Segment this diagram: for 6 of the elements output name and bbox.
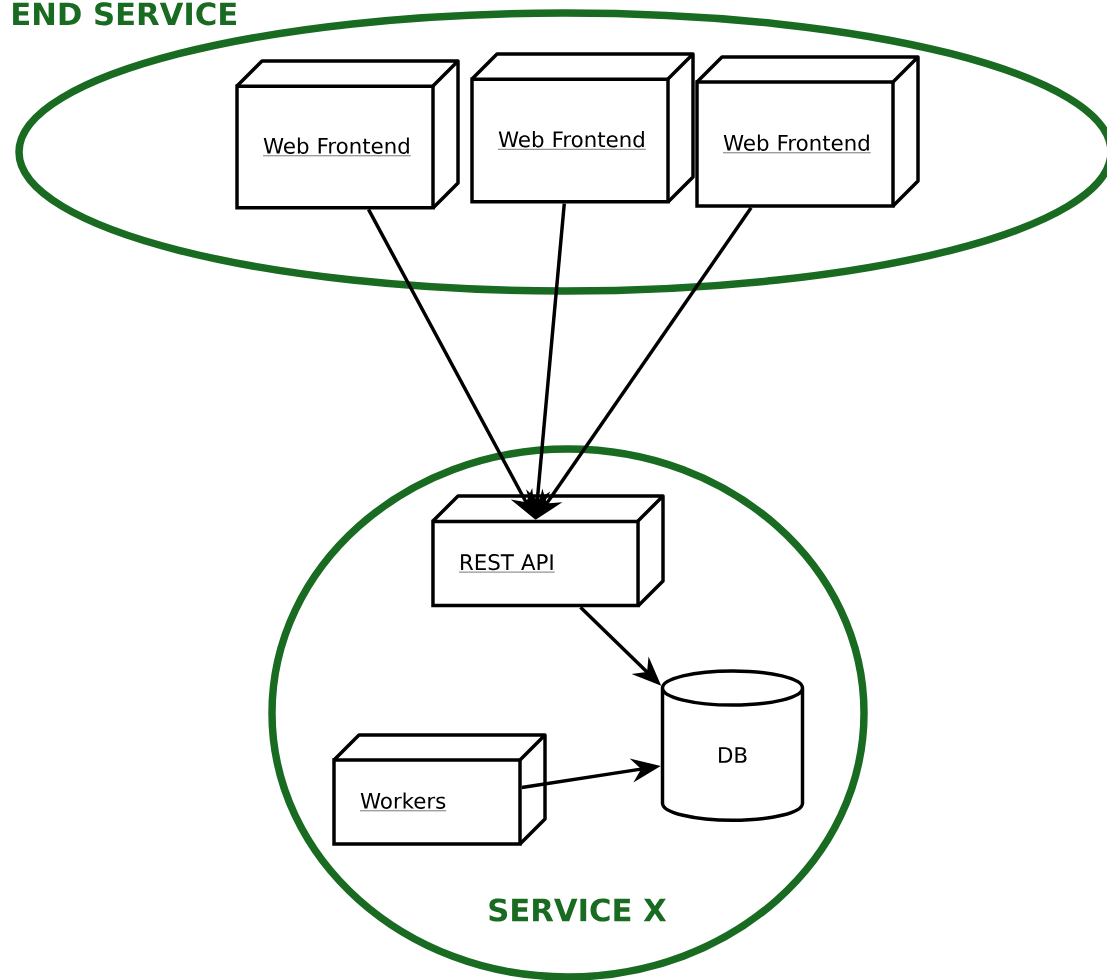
database-cylinder: DB: [660, 669, 805, 822]
node-box: Web Frontend: [235, 59, 460, 210]
node-box: Web Frontend: [470, 52, 695, 204]
node-box: Workers: [332, 733, 547, 846]
node-box: REST API: [431, 494, 665, 608]
node-box: Web Frontend: [695, 55, 920, 208]
